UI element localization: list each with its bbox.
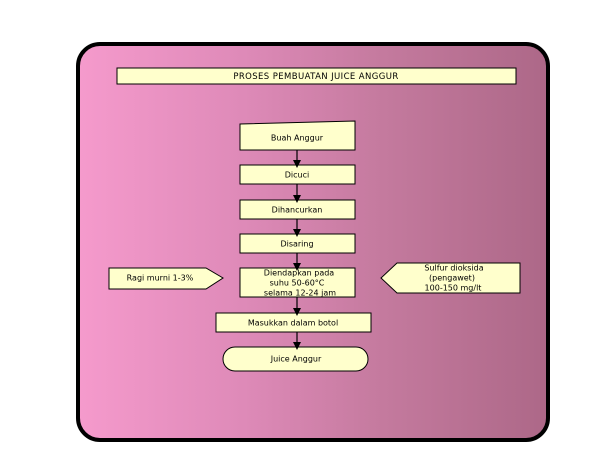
input-label-line-2: (pengawet) [429,274,475,283]
step-label: Disaring [280,240,313,249]
step-label: Juice Anggur [270,355,322,364]
input-label-line-1: Sulfur dioksida [424,264,483,273]
step-juice-anggur: Juice Anggur [222,346,369,372]
step-label-line-1: Diendapkan pada [264,269,335,278]
step-label: Dihancurkan [272,206,323,215]
step-buah-anggur: Buah Anggur [239,120,356,151]
step-disaring: Disaring [239,233,356,254]
input-sulfur-dioksida: Sulfur dioksida (pengawet) 100-150 mg/lt [380,262,521,294]
input-label-line-3: 100-150 mg/lt [425,284,482,293]
input-ragi-murni: Ragi murni 1-3% [108,267,224,290]
step-dihancurkan: Dihancurkan [239,199,356,220]
step-dicuci: Dicuci [239,164,356,185]
step-label: Buah Anggur [271,134,324,143]
diagram-title: PROSES PEMBUATAN JUICE ANGGUR [233,72,398,82]
input-label: Ragi murni 1-3% [127,274,194,283]
step-masukkan-botol: Masukkan dalam botol [215,312,372,333]
step-diendapkan: Diendapkan pada suhu 50-60°C selama 12-2… [239,267,356,298]
step-label-line-3: selama 12-24 jam [264,289,336,298]
step-label: Dicuci [285,171,309,180]
title-bar: PROSES PEMBUATAN JUICE ANGGUR [116,67,517,85]
step-label: Masukkan dalam botol [248,319,338,328]
step-label-line-2: suhu 50-60°C [270,279,325,288]
